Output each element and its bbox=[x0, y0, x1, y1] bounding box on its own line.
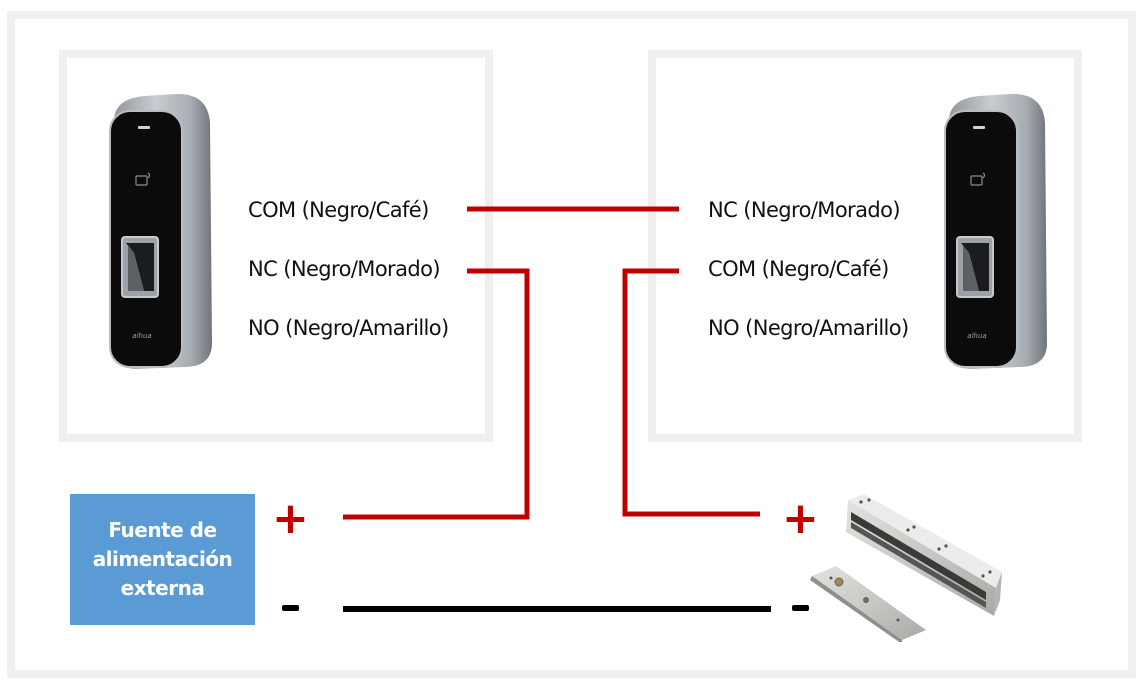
right-terminal-no-label: NO (Negro/Amarillo) bbox=[708, 316, 909, 340]
brand-logo-text: alhua bbox=[132, 332, 151, 340]
right-terminal-nc-label: NC (Negro/Morado) bbox=[708, 198, 901, 222]
external-power-supply: Fuente de alimentación externa bbox=[70, 494, 255, 625]
lock-negative-symbol bbox=[792, 605, 809, 611]
armature-plate bbox=[810, 566, 926, 642]
left-fingerprint-reader-image: alhua bbox=[109, 93, 212, 369]
psu-label-line-3: externa bbox=[120, 576, 205, 600]
right-fingerprint-reader-image: alhua bbox=[944, 93, 1047, 369]
psu-label-line-1: Fuente de bbox=[108, 518, 217, 542]
fingerprint-sensor-icon bbox=[956, 236, 994, 298]
left-terminal-com-label: COM (Negro/Café) bbox=[248, 198, 429, 222]
led-indicator-icon bbox=[138, 126, 150, 129]
psu-positive-symbol: + bbox=[272, 493, 309, 544]
led-indicator-icon bbox=[973, 126, 985, 129]
electromagnetic-lock-image bbox=[810, 494, 1002, 642]
outer-frame bbox=[7, 11, 1136, 678]
brand-logo-text: alhua bbox=[967, 332, 986, 340]
card-icon bbox=[135, 172, 151, 186]
psu-label-line-2: alimentación bbox=[92, 547, 233, 571]
magnet-body bbox=[846, 494, 1002, 616]
fingerprint-sensor-icon bbox=[121, 236, 159, 298]
lock-positive-symbol: + bbox=[782, 493, 819, 544]
right-terminal-com-label: COM (Negro/Café) bbox=[708, 257, 889, 281]
left-terminal-no-label: NO (Negro/Amarillo) bbox=[248, 316, 449, 340]
psu-negative-symbol bbox=[282, 605, 299, 611]
card-icon bbox=[970, 172, 986, 186]
left-terminal-nc-label: NC (Negro/Morado) bbox=[248, 257, 441, 281]
